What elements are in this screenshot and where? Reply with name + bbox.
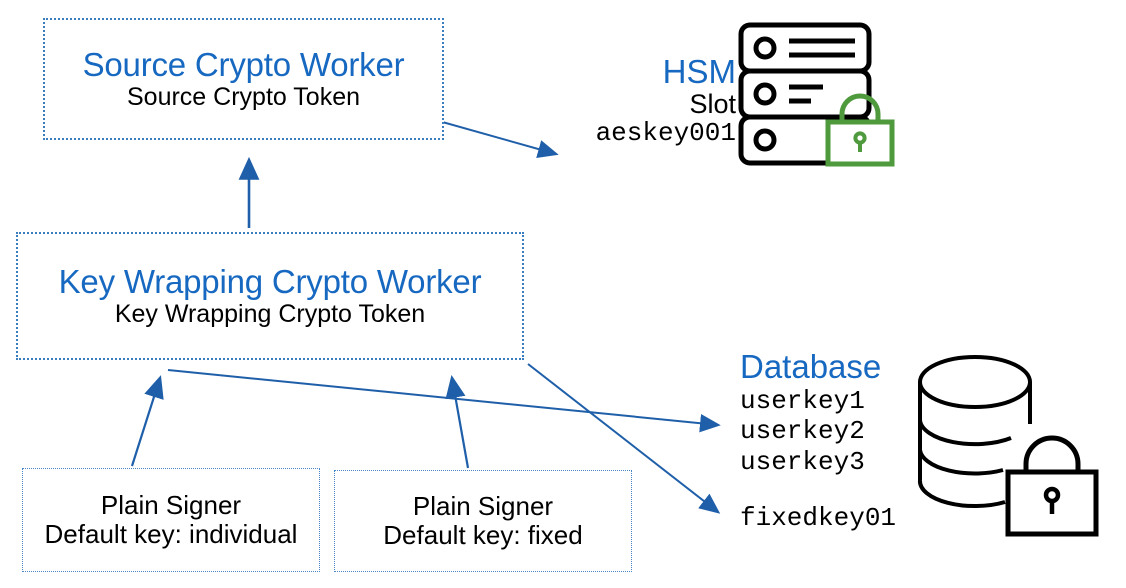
- black-padlock-icon: [1005, 435, 1099, 537]
- key-wrapping-worker-title: Key Wrapping Crypto Worker: [58, 262, 482, 300]
- database-userkey-3: userkey3: [740, 446, 865, 477]
- plain-signer-fixed-line2: Default key: fixed: [383, 520, 583, 550]
- hsm-heading: HSM: [662, 53, 736, 90]
- database-cylinder-icon: [917, 355, 1032, 509]
- plain-signer-fixed-line1: Plain Signer: [412, 490, 554, 521]
- node-key-wrapping-crypto-worker[interactable]: Key Wrapping Crypto Worker Key Wrapping …: [16, 232, 524, 360]
- node-source-crypto-worker[interactable]: Source Crypto Worker Source Crypto Token: [43, 18, 444, 140]
- source-worker-title: Source Crypto Worker: [82, 45, 405, 83]
- arrow-keywrapping-to-userkeys: [167, 369, 721, 433]
- hsm-key-name: aeskey001: [595, 117, 736, 148]
- source-worker-subtitle: Source Crypto Token: [127, 83, 360, 112]
- database-userkey-1: userkey1: [740, 386, 865, 417]
- hsm-slot-label: Slot: [689, 88, 736, 119]
- green-padlock-icon: [825, 93, 895, 167]
- arrow-signer-individual-to-keywrapping: [130, 375, 164, 467]
- database-heading: Database: [740, 348, 882, 385]
- node-plain-signer-fixed[interactable]: Plain Signer Default key: fixed: [334, 470, 632, 572]
- key-wrapping-worker-subtitle: Key Wrapping Crypto Token: [114, 300, 426, 329]
- database-label-group: Database userkey1 userkey2 userkey3 fixe…: [740, 348, 896, 533]
- plain-signer-individual-line2: Default key: individual: [44, 519, 298, 549]
- database-fixedkey: fixedkey01: [740, 502, 897, 533]
- plain-signer-individual-line1: Plain Signer: [100, 489, 242, 520]
- database-userkey-2: userkey2: [740, 416, 865, 447]
- node-plain-signer-individual[interactable]: Plain Signer Default key: individual: [22, 468, 320, 572]
- arrow-signer-fixed-to-keywrapping: [445, 374, 470, 469]
- hsm-label-group: HSM Slot aeskey001: [500, 54, 736, 147]
